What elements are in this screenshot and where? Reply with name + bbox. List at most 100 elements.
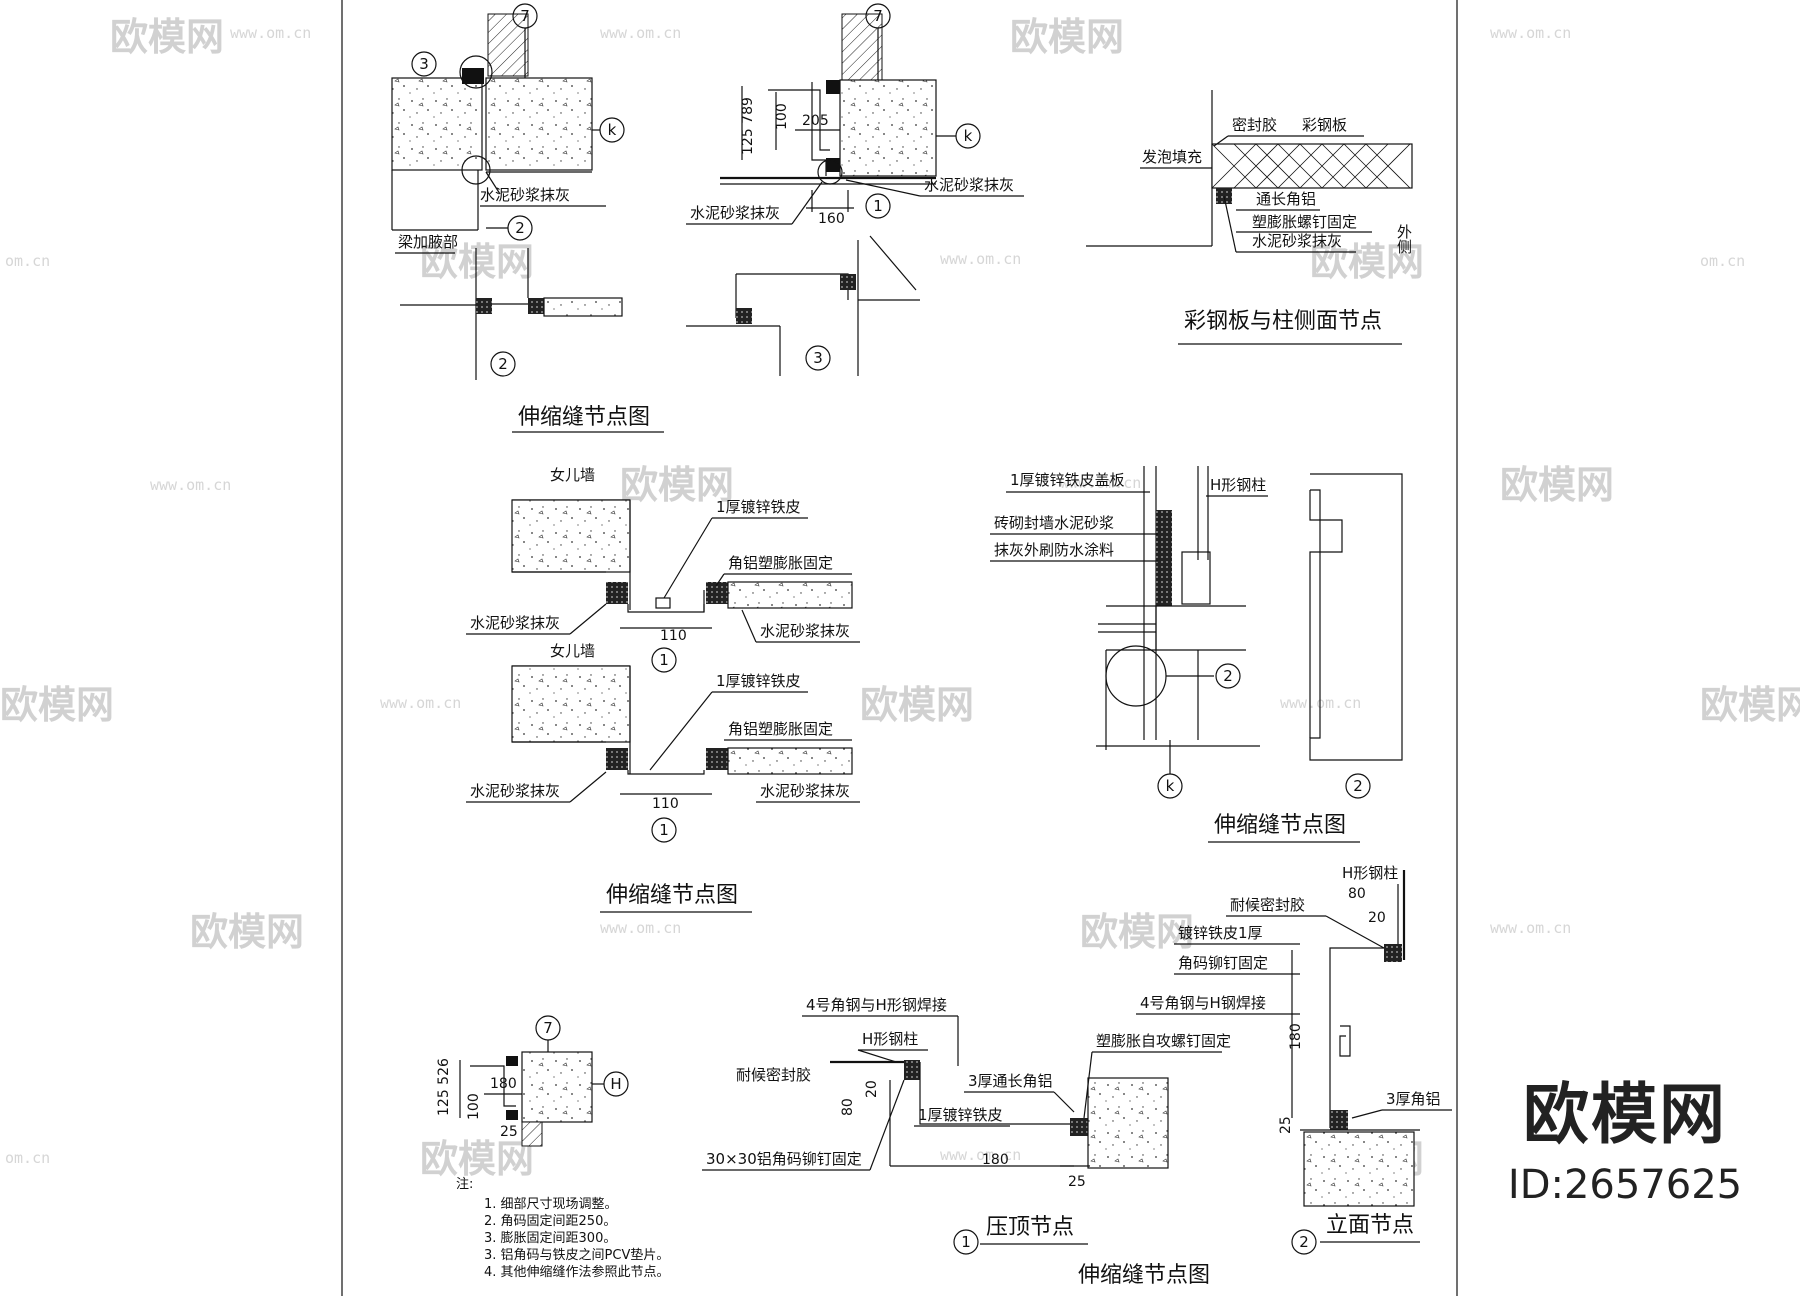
callout-2-label: 2	[515, 219, 525, 237]
label-mortar: 水泥砂浆抹灰	[760, 622, 850, 640]
model-id: ID:2657625	[1507, 1162, 1743, 1208]
dim-20: 20	[864, 1080, 880, 1098]
watermark-url: www.om.cn	[600, 24, 681, 42]
callout-3-label: 3	[813, 349, 823, 367]
label-angle-al: 3厚角铝	[1386, 1090, 1441, 1108]
watermark-url: www.om.cn	[1490, 919, 1571, 937]
callout-3	[805, 345, 831, 371]
label-add-wall: 梁加腋部	[398, 233, 458, 251]
brand-corner: 欧模网 ID:2657625	[1505, 1082, 1745, 1209]
watermark-url: www.om.cn	[1060, 474, 1141, 492]
watermark-brand: 欧模网	[1080, 910, 1194, 954]
watermark-url: www.om.cn	[230, 24, 311, 42]
dim-100: 100	[774, 103, 790, 130]
note-line: 4. 其他伸缩缝作法参照此节点。	[484, 1264, 670, 1280]
label-parapet: 女儿墙	[550, 466, 595, 484]
watermark-brand: 欧模网	[420, 240, 534, 284]
label-h-column: H形钢柱	[1342, 864, 1398, 882]
label-sealant: 密封胶	[1232, 116, 1277, 134]
panel-title: 伸缩缝节点图	[1214, 813, 1346, 838]
label-angle-weld: 4号角钢与H钢焊接	[1140, 994, 1266, 1012]
callout-2	[1215, 663, 1241, 689]
label-galv-sheet: 1厚镀锌铁皮	[716, 672, 801, 690]
label-mortar: 水泥砂浆抹灰	[760, 782, 850, 800]
dim-205: 205	[802, 113, 829, 129]
note-line: 2. 角码固定间距250。	[484, 1214, 616, 1229]
watermark-brand: 欧模网	[1700, 683, 1800, 727]
callout-1-label: 1	[659, 821, 669, 839]
callout-1-label: 1	[659, 651, 669, 669]
callout-7-label: 7	[543, 1019, 553, 1037]
label-expansion-screw: 塑膨胀螺钉固定	[1252, 213, 1357, 231]
dim-20: 20	[1368, 910, 1386, 926]
callout-k	[1157, 773, 1183, 799]
callout-2	[1291, 1229, 1317, 1255]
dim-180: 180	[1288, 1023, 1304, 1050]
watermark-url: www.om.cn	[940, 1146, 1021, 1164]
concrete-block	[521, 1051, 593, 1123]
dim-80: 80	[1348, 886, 1366, 902]
watermark-url: www.om.cn	[380, 694, 461, 712]
watermark-url: www.om.cn	[150, 476, 231, 494]
watermark-brand: 欧模网	[1010, 15, 1124, 59]
dim-110: 110	[652, 796, 679, 812]
label-angle-weld: 4号角钢与H形钢焊接	[806, 996, 947, 1014]
label-mortar: 水泥砂浆抹灰	[480, 186, 570, 204]
bottom-title: 伸缩缝节点图	[1078, 1263, 1210, 1288]
callout-k-label: k	[1166, 777, 1175, 795]
concrete-block	[839, 79, 937, 177]
dim-180: 180	[490, 1076, 517, 1092]
dim-180: 180	[982, 1152, 1009, 1168]
watermark-brand: 欧模网	[110, 15, 224, 59]
callout-1-label: 1	[961, 1233, 971, 1251]
panel-middle-right: 2 k 1厚镀锌铁皮盖板 H形钢柱 砖砌封墙水泥砂浆 抹灰外刷防水涂料 2 伸缩…	[990, 466, 1403, 843]
dim-100: 100	[466, 1093, 482, 1120]
panel-top-right: 密封胶 彩钢板 发泡填充 通长角铝 塑膨胀螺钉固定 水泥砂浆抹灰 外侧 彩钢板与…	[1086, 90, 1413, 345]
dim-25: 25	[1278, 1116, 1294, 1134]
callout-2-label: 2	[1223, 667, 1233, 685]
callout-1	[953, 1229, 979, 1255]
label-color-steel: 彩钢板	[1302, 116, 1347, 134]
watermark-brand: 欧模网	[420, 1137, 534, 1181]
label-mortar-left: 水泥砂浆抹灰	[690, 204, 780, 222]
label-angle-fix: 角铝塑膨胀固定	[728, 554, 833, 572]
note-line: 1. 细部尺寸现场调整。	[484, 1197, 618, 1212]
label-galv: 镀锌铁皮1厚	[1178, 924, 1263, 942]
watermark-url: www.om.cn	[600, 919, 681, 937]
label-weather-sealant: 耐候密封胶	[736, 1066, 811, 1084]
label-angle-al: 通长角铝	[1256, 190, 1316, 208]
watermark-brand: 欧模网	[1310, 240, 1424, 284]
callout-2-label: 2	[498, 355, 508, 373]
watermark-url: www.om.cn	[1280, 694, 1361, 712]
panel-bottom-left: 7 125 526 180 100 25 H 注: 1. 细部尺寸现场调整。 2…	[436, 1015, 670, 1280]
callout-1	[651, 817, 677, 843]
callout-k-label: k	[608, 121, 617, 139]
label-galv-sheet: 1厚镀锌铁皮	[716, 498, 801, 516]
label-mortar: 水泥砂浆抹灰	[1252, 232, 1342, 250]
callout-1	[651, 647, 677, 673]
callout-1-label: 1	[873, 197, 883, 215]
callout-1	[865, 193, 891, 219]
callout-H	[603, 1071, 629, 1097]
callout-H-label: H	[610, 1075, 621, 1093]
watermark-url: om.cn	[5, 252, 50, 270]
callout-2-label: 2	[1353, 777, 1363, 795]
dim-125-526: 125 526	[436, 1058, 452, 1116]
dim-125-789: 125 789	[740, 97, 756, 155]
watermark-brand: 欧模网	[190, 910, 304, 954]
callout-3-label: 3	[419, 55, 429, 73]
watermark-brand: 欧模网	[620, 463, 734, 507]
label-cover-plate: 1厚镀锌铁皮盖板	[1010, 471, 1125, 489]
label-parapet: 女儿墙	[550, 642, 595, 660]
watermark-brand: 欧模网	[860, 683, 974, 727]
label-angle-al-3: 3厚通长角铝	[968, 1072, 1053, 1090]
label-mortar-right: 水泥砂浆抹灰	[924, 176, 1014, 194]
panel-title: 彩钢板与柱侧面节点	[1184, 309, 1382, 334]
label-weather-sealant: 耐候密封胶	[1230, 896, 1305, 914]
panel-bottom-right: H形钢柱 耐候密封胶 80 20 镀锌铁皮1厚 角码铆钉固定 4号角钢与H钢焊接…	[1136, 864, 1452, 1255]
dim-25: 25	[1068, 1174, 1086, 1190]
panel-title: 伸缩缝节点图	[518, 405, 650, 430]
label-mortar: 水泥砂浆抹灰	[470, 782, 560, 800]
watermark-url: www.om.cn	[1490, 24, 1571, 42]
